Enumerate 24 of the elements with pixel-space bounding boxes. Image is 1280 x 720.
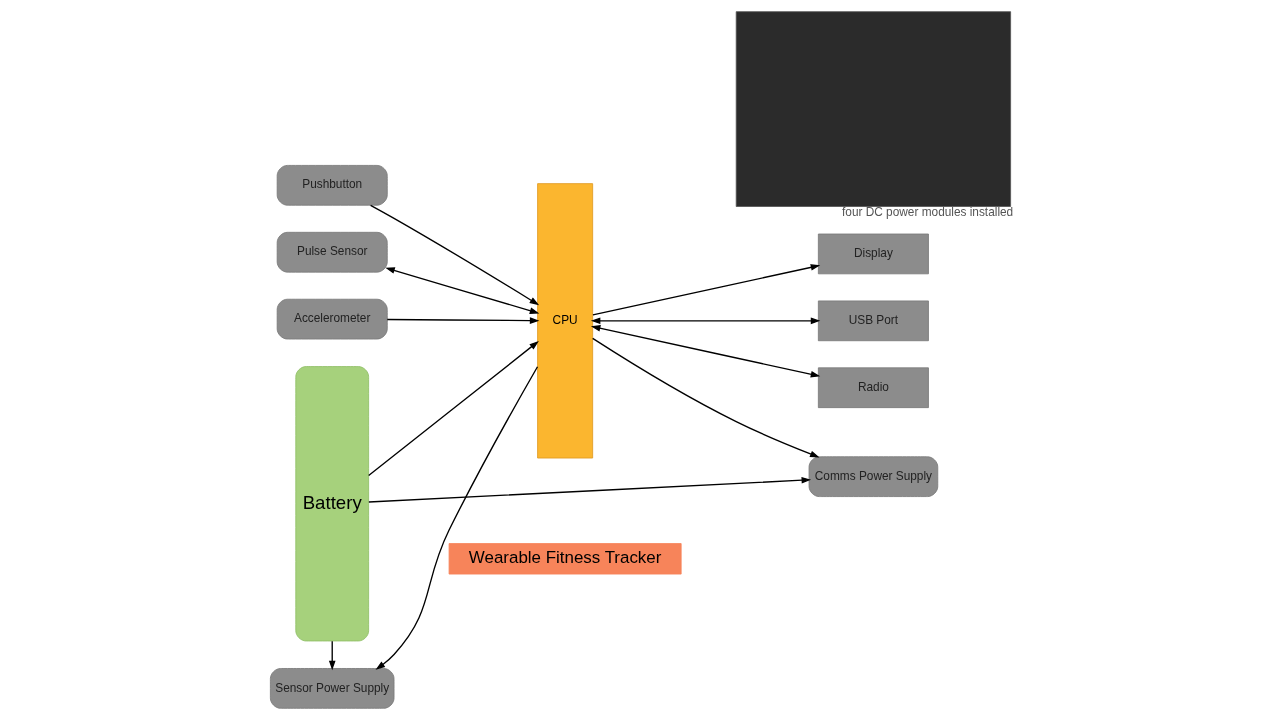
arrow bbox=[591, 264, 820, 316]
arrow bbox=[590, 325, 820, 378]
node-box: Pulse Sensor bbox=[276, 231, 388, 273]
node-box: CPU bbox=[536, 183, 593, 459]
arrow bbox=[384, 267, 539, 314]
node-box: Display bbox=[817, 233, 929, 275]
arrow bbox=[375, 366, 538, 670]
node-box: Pushbutton bbox=[276, 165, 388, 206]
arrow bbox=[590, 317, 820, 325]
arrow bbox=[367, 340, 539, 477]
node-box: Battery bbox=[294, 366, 369, 642]
arrow bbox=[591, 337, 820, 458]
node-box: Accelerometer bbox=[276, 298, 388, 340]
node-label: four DC power modules installed bbox=[841, 204, 1013, 219]
node-box: Sensor Power Supply bbox=[269, 668, 394, 709]
node-box: Comms Power Supply bbox=[808, 456, 938, 497]
node-box bbox=[735, 11, 1011, 207]
arrow bbox=[369, 204, 539, 306]
arrow bbox=[328, 640, 336, 671]
node-box: USB Port bbox=[817, 300, 929, 342]
node-box: Radio bbox=[817, 367, 929, 409]
arrow bbox=[386, 317, 539, 324]
arrow bbox=[367, 476, 811, 503]
node-box: Wearable Fitness Tracker bbox=[448, 543, 682, 575]
